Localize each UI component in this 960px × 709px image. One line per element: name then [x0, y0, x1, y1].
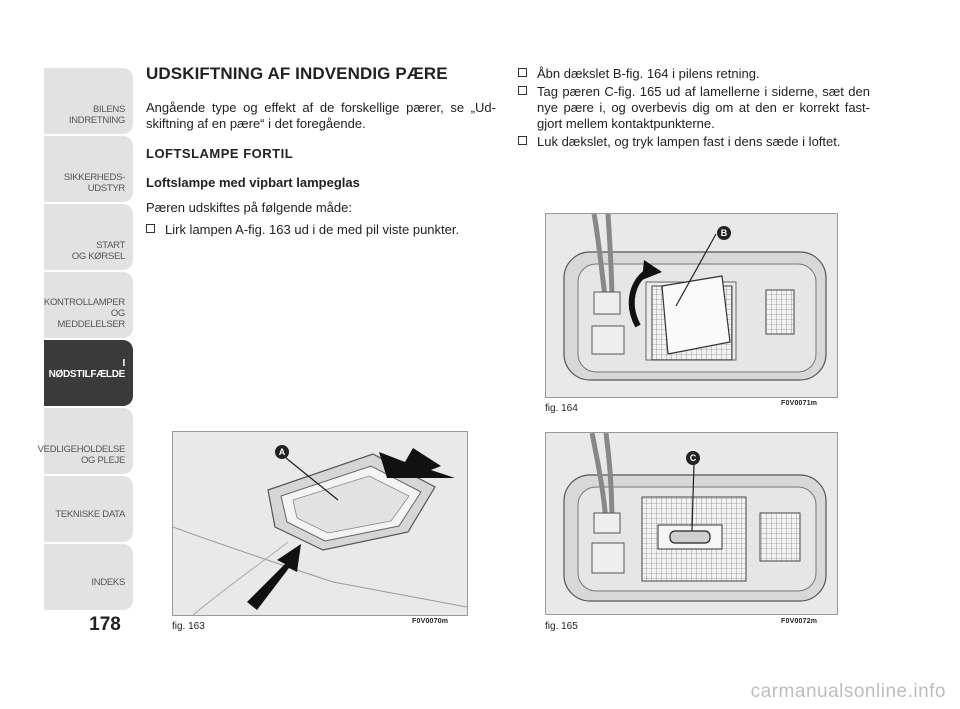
bullet-text: Lirk lampen A-fig. 163 ud i de med pil v… [165, 222, 460, 237]
watermark: carmanualsonline.info [750, 681, 946, 702]
tab-label-line: OG KØRSEL [71, 251, 126, 262]
tab-indeks[interactable]: INDEKS [44, 544, 133, 610]
tab-label-line: KONTROLLAMPER [43, 297, 125, 308]
tab-label-line: I NØDSTILFÆLDE [48, 358, 126, 380]
tab-label-line: TEKNISKE DATA [55, 509, 125, 520]
callout-b-icon: B [717, 226, 731, 240]
figure-caption: fig. 164 [545, 403, 578, 414]
lead-paragraph: Pæren udskiftes på følgende måde: [146, 200, 352, 215]
bullet-item: Tag pæren C-fig. 165 ud af lamellerne i … [518, 84, 870, 132]
bullet-text: Tag pæren C-fig. 165 ud af lamellerne i … [537, 84, 870, 131]
figure-code: F0V0071m [781, 400, 818, 407]
bullet-text: Åbn dækslet B-fig. 164 i pilens retning. [537, 66, 760, 81]
left-bullet-list: Lirk lampen A-fig. 163 ud i de med pil v… [146, 222, 496, 238]
tab-tekniske-data[interactable]: TEKNISKE DATA [44, 476, 133, 542]
subsection-heading: Loftslampe med vipbart lampeglas [146, 175, 360, 190]
left-column: UDSKIFTNING AF INDVENDIG PÆRE Angående t… [146, 64, 496, 240]
callout-c-icon: C [686, 451, 700, 465]
section-heading: LOFTSLAMPE FORTIL [146, 146, 294, 161]
intro-paragraph: Angående type og effekt af de forskellig… [146, 100, 496, 131]
right-bullet-list: Åbn dækslet B-fig. 164 i pilens retning.… [518, 66, 870, 150]
tab-label-line: BILENS [93, 104, 125, 115]
checkbox-bullet-icon [518, 68, 527, 77]
figure-163-illustration: A [172, 431, 468, 616]
tab-label-line: SIKKERHEDS- [63, 172, 125, 183]
figure-165-illustration: C [545, 432, 838, 615]
bullet-item: Luk dækslet, og tryk lampen fast i dens … [518, 134, 870, 150]
checkbox-bullet-icon [518, 136, 527, 145]
figure-code: F0V0070m [412, 618, 449, 625]
page-title: UDSKIFTNING AF INDVENDIG PÆRE [146, 64, 448, 83]
bullet-text: Luk dækslet, og tryk lampen fast i dens … [537, 134, 841, 149]
tab-label-line: VEDLIGEHOLDELSE [37, 444, 126, 455]
tab-label-line: OG MEDDELELSER [57, 308, 126, 330]
checkbox-bullet-icon [518, 86, 527, 95]
right-column: Åbn dækslet B-fig. 164 i pilens retning.… [518, 66, 870, 152]
callout-a-icon: A [275, 445, 289, 459]
tab-label-line: UDSTYR [87, 183, 126, 194]
page-number: 178 [89, 614, 121, 635]
figure-code: F0V0072m [781, 618, 818, 625]
tab-label-line: INDRETNING [68, 115, 125, 126]
tab-i-nodstilfaelde[interactable]: I NØDSTILFÆLDE [44, 340, 133, 406]
tab-sikkerhedsudstyr[interactable]: SIKKERHEDS-UDSTYR [44, 136, 133, 202]
figure-164-illustration: B [545, 213, 838, 398]
figure-caption: fig. 163 [172, 621, 205, 632]
tab-label-line: START [96, 240, 125, 251]
tab-label-line: OG PLEJE [80, 455, 125, 466]
figure-caption: fig. 165 [545, 621, 578, 632]
bullet-item: Åbn dækslet B-fig. 164 i pilens retning. [518, 66, 870, 82]
tab-label-line: INDEKS [91, 577, 125, 588]
checkbox-bullet-icon [146, 224, 155, 233]
bullet-item: Lirk lampen A-fig. 163 ud i de med pil v… [146, 222, 496, 238]
